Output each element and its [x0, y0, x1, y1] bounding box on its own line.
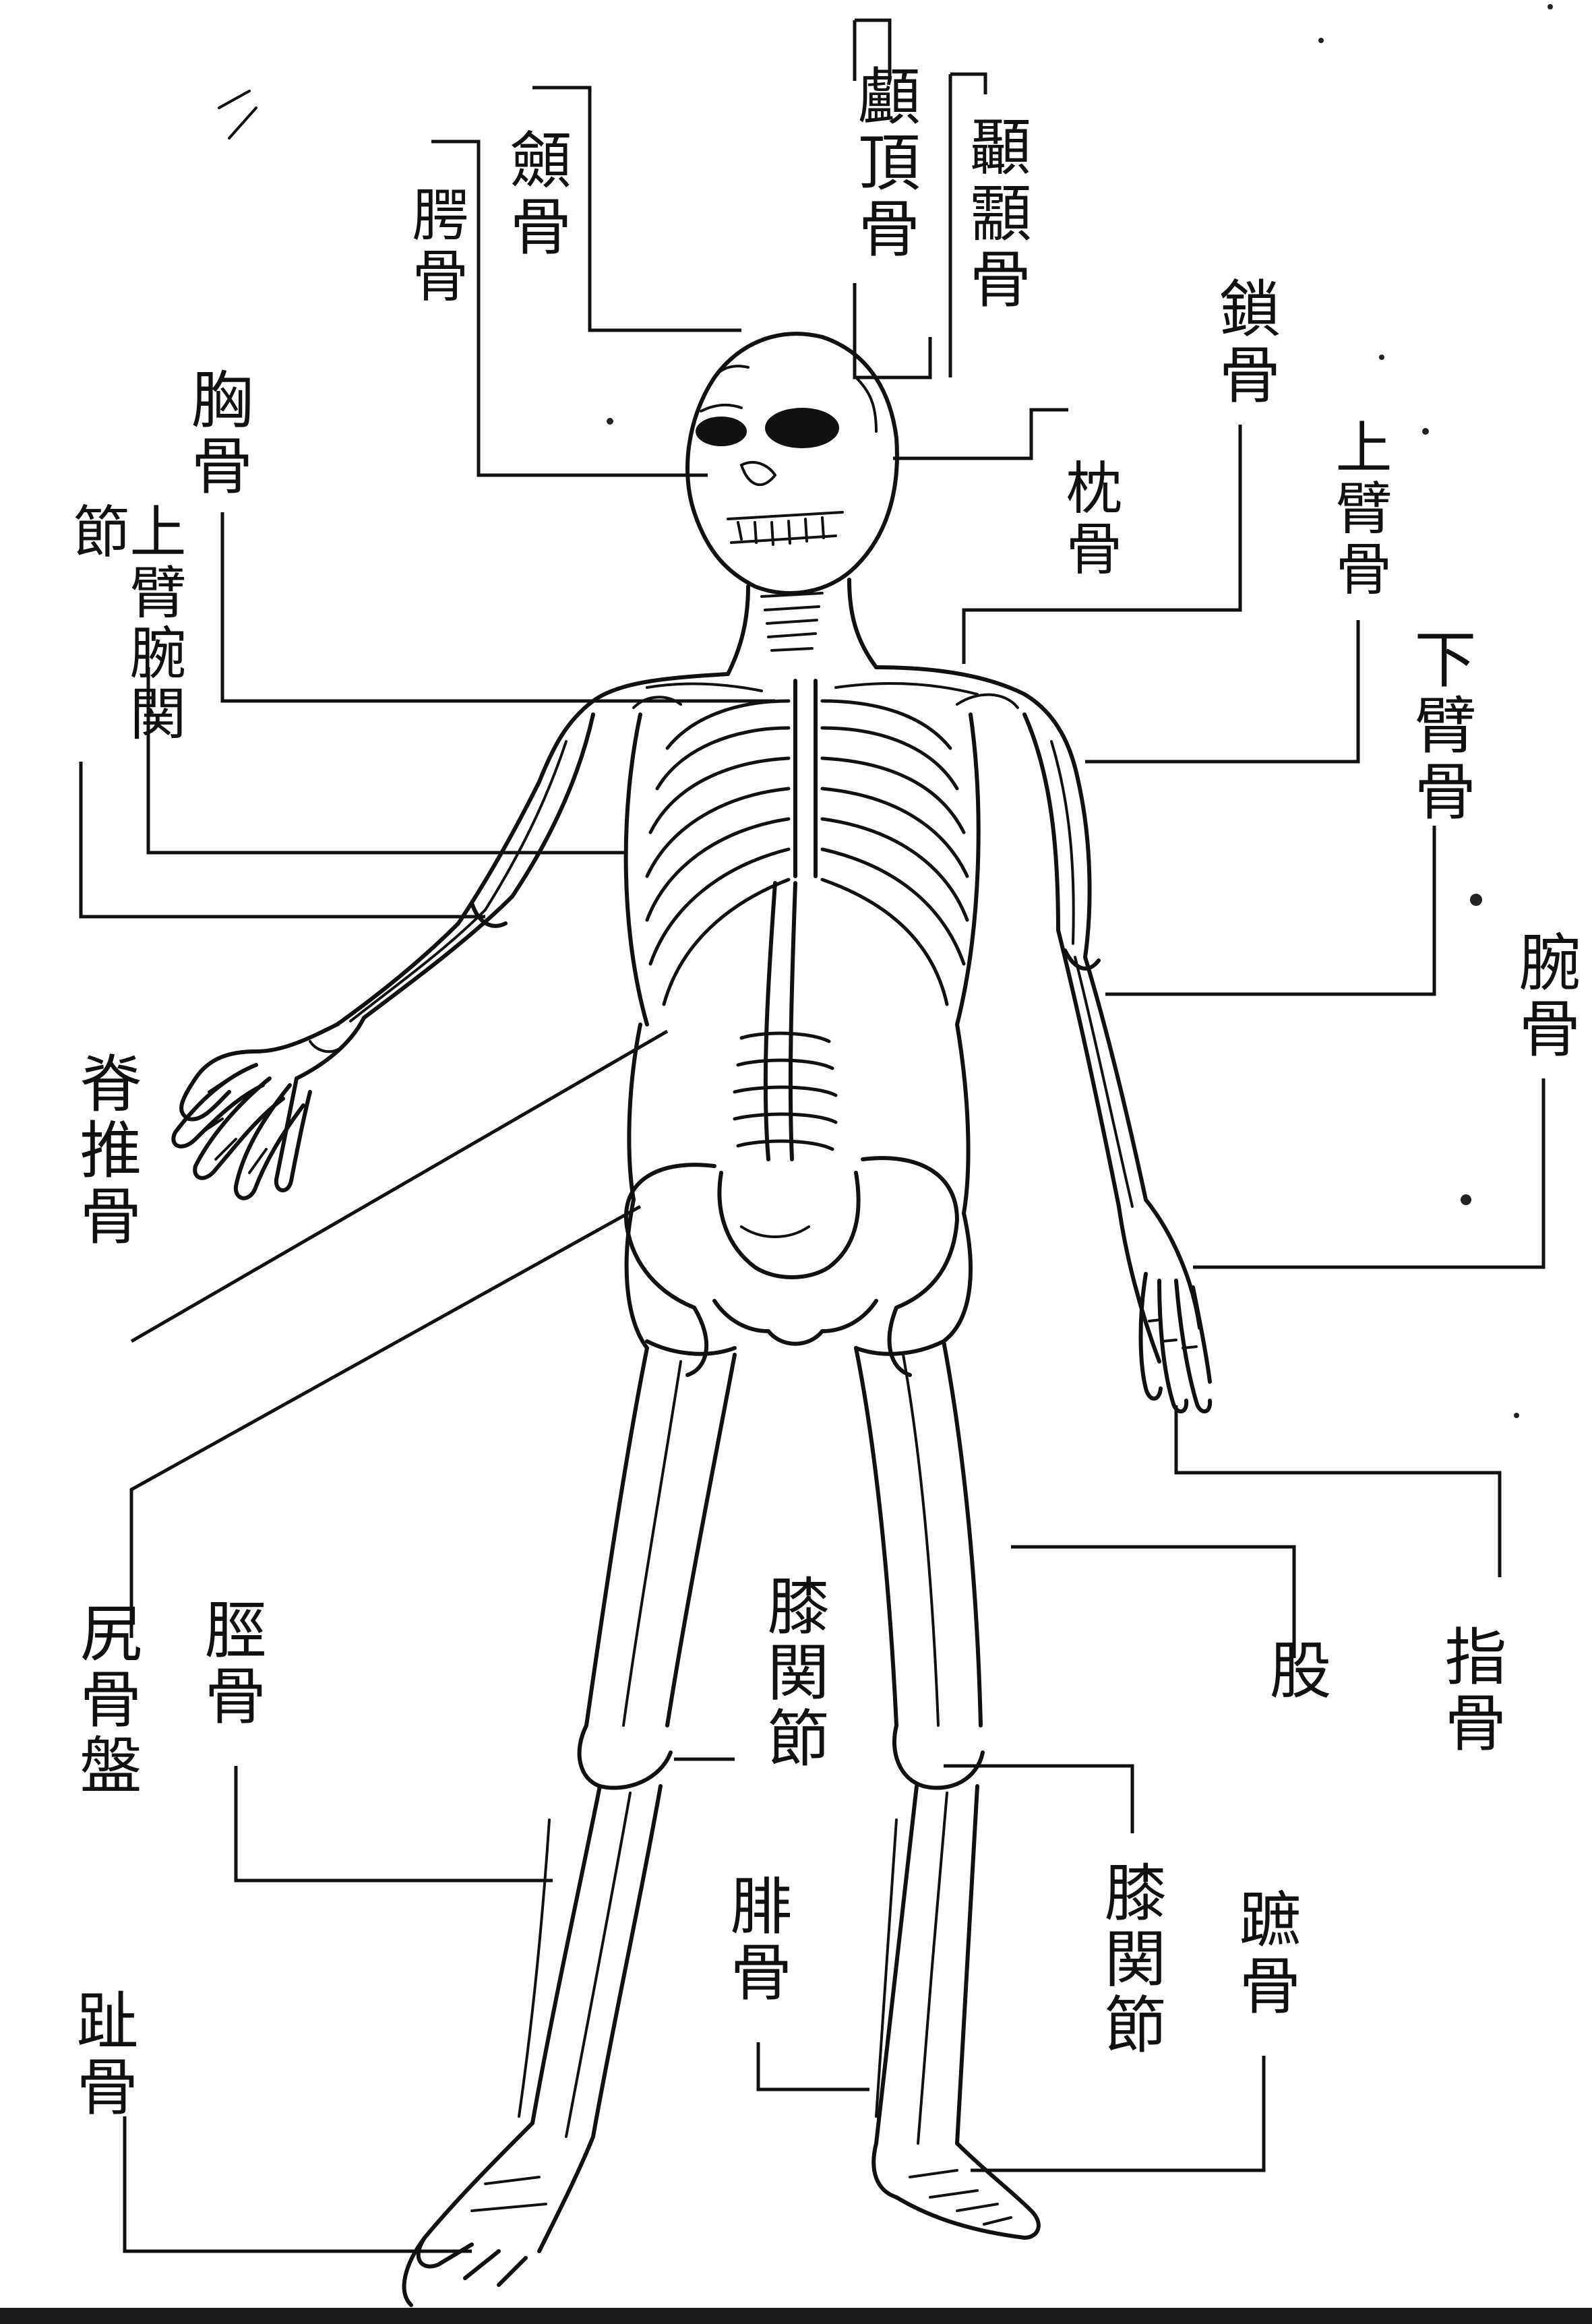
label-knee-joint-center: 膝関節	[762, 1574, 824, 1772]
label-jaw-bone: 顩骨	[504, 128, 566, 260]
right-leg	[856, 1341, 983, 2143]
label-clavicle: 鎖骨	[1213, 276, 1275, 408]
label-knee-joint-right: 膝関節	[1099, 1860, 1161, 2058]
neck-vertebrae	[728, 580, 876, 674]
label-wrist-bone: 腕骨	[1513, 930, 1575, 1062]
label-lower-arm: 下臂骨	[1409, 627, 1471, 825]
label-upper-arm-wrist-joint: 上臂腕関節	[27, 502, 182, 785]
label-shin-bone: 脛骨	[199, 1597, 261, 1730]
label-toe-bone: 趾骨	[71, 1988, 133, 2120]
label-chouchou-bone: 顱頂骨	[853, 64, 915, 262]
right-foot	[874, 2143, 1039, 2238]
right-arm	[1024, 714, 1200, 1362]
label-spine: 脊推骨	[74, 1051, 136, 1250]
label-finger-bone: 指骨	[1439, 1624, 1501, 1756]
label-ankle-bone: 蹠骨	[1233, 1887, 1295, 2019]
pelvis-bones	[626, 1158, 957, 1375]
left-leg	[519, 1348, 735, 2137]
label-fibula: 腓骨	[725, 1874, 787, 2006]
left-hand	[173, 1051, 310, 1198]
left-foot	[404, 2123, 593, 2305]
label-occipital-bone: 枕骨	[1062, 458, 1118, 580]
label-chest-bone: 胸骨	[185, 367, 247, 499]
rib-cage	[626, 681, 979, 1025]
label-upper-arm-right: 上臂骨	[1331, 418, 1388, 600]
label-cheek-bone: 腭骨	[408, 185, 464, 307]
label-thigh: 股	[1264, 1638, 1326, 1704]
scan-bottom-edge	[0, 2308, 1592, 2324]
skull	[687, 334, 897, 593]
label-temporal-bone: 顳顬骨	[964, 115, 1026, 313]
lumbar-spine	[735, 883, 836, 1159]
shoulders	[539, 667, 1078, 782]
label-pelvis: 尻骨盤	[74, 1601, 136, 1799]
